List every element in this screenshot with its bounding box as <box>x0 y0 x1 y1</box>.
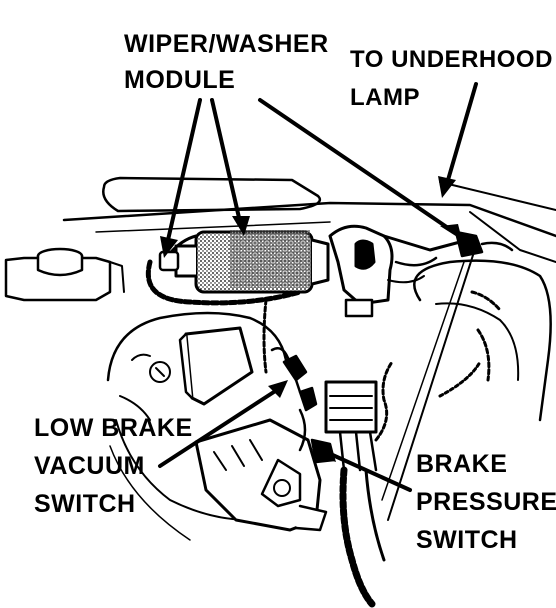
hood-prop-rod <box>387 251 475 521</box>
label-low-brake-line3: SWITCH <box>34 490 136 518</box>
arrowhead-wiper-left <box>160 236 178 258</box>
strut-tower <box>413 259 552 422</box>
control-box <box>178 326 254 406</box>
underhood-lamp-connector <box>454 230 514 258</box>
underhood-arrow <box>446 82 478 182</box>
low-brake-arrow <box>158 386 282 468</box>
fluid-reservoir <box>4 247 125 302</box>
wiring-harness-branch <box>374 360 394 442</box>
wiper-arrow-left <box>166 98 202 242</box>
wiring-harness-lower-2 <box>364 468 386 562</box>
callout-arrows <box>158 82 478 492</box>
fender-edge <box>469 211 556 263</box>
vacuum-hose <box>298 408 307 452</box>
cowl-panel <box>62 201 556 238</box>
label-underhood-line1: TO UNDERHOOD <box>350 46 553 73</box>
brake-pressure-switch <box>310 380 378 472</box>
arrowhead-wiper-diagonal <box>440 224 462 240</box>
wiper-washer-motor <box>158 230 330 294</box>
hood-prop-rod-inner <box>381 261 465 501</box>
label-brake-pressure-line2: PRESSURE <box>416 488 556 516</box>
cowl-vent-slot <box>102 176 322 213</box>
arrowhead-brake-pressure <box>318 444 336 462</box>
label-underhood-line2: LAMP <box>350 84 420 111</box>
bracket-line <box>262 298 268 374</box>
wiper-diagonal-arrow <box>258 98 456 234</box>
arrowhead-underhood <box>438 176 456 198</box>
label-brake-pressure-line1: BRAKE <box>416 450 508 478</box>
arrowhead-wiper-right <box>232 216 250 236</box>
wiring-harness-lower <box>339 466 376 608</box>
low-brake-vacuum-switch <box>270 347 318 412</box>
windshield-edge <box>439 181 556 211</box>
brake-booster <box>106 311 288 541</box>
label-wiper-washer-line1: WIPER/WASHER <box>124 30 329 58</box>
label-wiper-washer-line2: MODULE <box>124 66 236 94</box>
label-low-brake-line1: LOW BRAKE <box>34 414 193 442</box>
wiring-harness-main <box>146 259 303 306</box>
wiper-linkage-bracket <box>328 224 482 318</box>
arrowhead-low-brake <box>268 380 288 398</box>
label-low-brake-line2: VACUUM <box>34 452 145 480</box>
wiper-arrow-right <box>210 98 242 224</box>
master-cylinder <box>194 418 328 532</box>
brake-pressure-arrow <box>324 450 412 492</box>
label-brake-pressure-line3: SWITCH <box>416 526 518 554</box>
